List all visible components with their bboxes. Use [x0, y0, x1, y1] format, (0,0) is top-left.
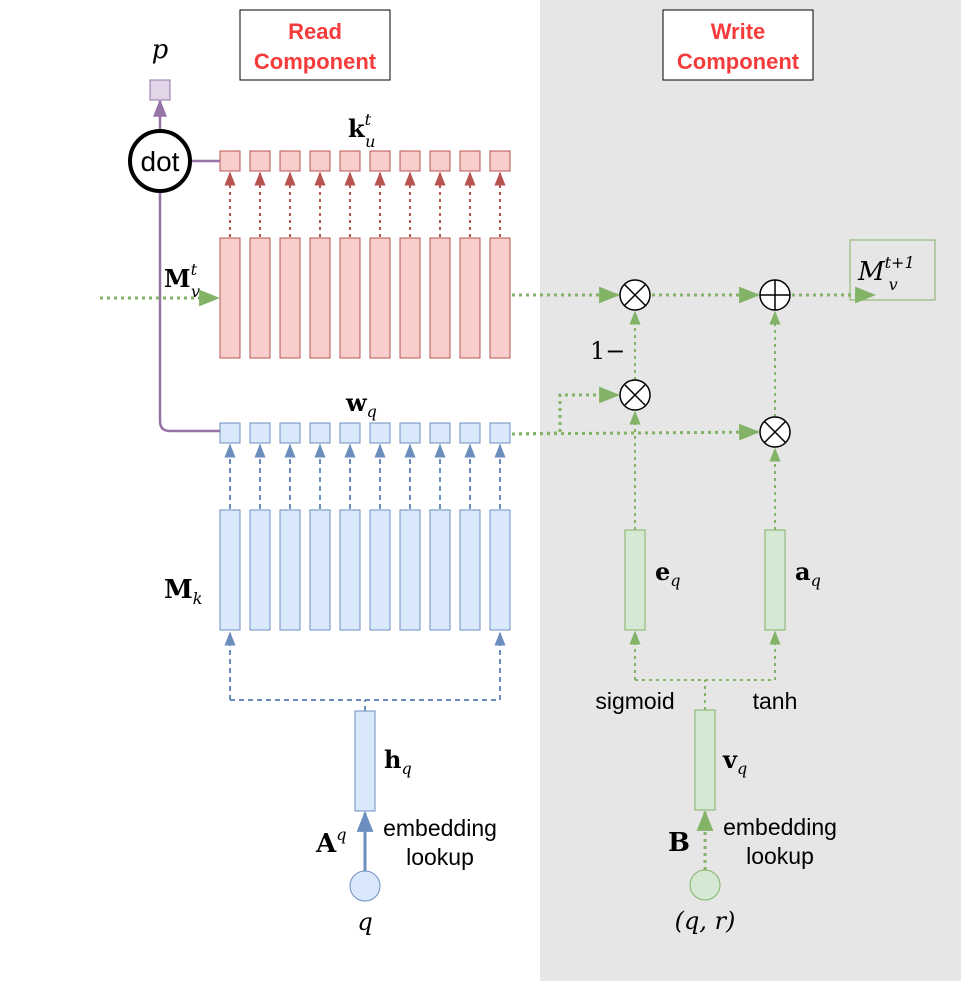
weight-cell: [249, 422, 271, 444]
value-memory-slot: [399, 237, 421, 359]
question-q-node: [349, 870, 381, 902]
read-embedding-label-line1: embedding: [383, 815, 497, 841]
label-tanh: tanh: [753, 688, 798, 714]
add-op: [759, 279, 791, 311]
value-memory-slot: [489, 237, 511, 359]
label-Mk: Mk: [164, 575, 202, 608]
label-one-minus: 1−: [590, 337, 625, 365]
key-memory-slot: [339, 509, 361, 631]
label-sigmoid: sigmoid: [595, 688, 674, 714]
key-memory-slot: [459, 509, 481, 631]
label-qr: (q, r): [675, 907, 736, 935]
value-memory-slot: [369, 237, 391, 359]
attention-arrows: [224, 443, 506, 509]
value-memory-slot: [459, 237, 481, 359]
key-memory-Mk: [219, 509, 511, 631]
label-eq: eq: [655, 557, 681, 590]
write-component-header: Write Component: [662, 9, 814, 81]
value-memory-Mv: [219, 237, 511, 359]
value-memory-slot: [339, 237, 361, 359]
weight-add-multiply-op: [759, 416, 791, 448]
weight-erase-multiply-op: [619, 379, 651, 411]
read-content-cell: [219, 150, 241, 172]
write-embedding-label-line1: embedding: [723, 814, 837, 840]
write-header-line2: Component: [677, 49, 800, 74]
read-content-cell: [429, 150, 451, 172]
weight-cell: [459, 422, 481, 444]
value-memory-slot: [249, 237, 271, 359]
weight-cell: [489, 422, 511, 444]
value-memory-slot: [309, 237, 331, 359]
wq-to-dot-line: [158, 193, 220, 433]
dot-label: dot: [141, 146, 180, 177]
read-content-cell: [249, 150, 271, 172]
interaction-qr-node: [689, 869, 721, 901]
label-wq: wq: [345, 388, 377, 421]
weight-cell: [339, 422, 361, 444]
write-header-line1: Write: [711, 19, 766, 44]
read-content-cell: [279, 150, 301, 172]
key-memory-slot: [219, 509, 241, 631]
read-header-line1: Read: [288, 19, 342, 44]
read-header-line2: Component: [254, 49, 377, 74]
read-content-cell: [489, 150, 511, 172]
Mv-next-box: [849, 239, 936, 301]
read-arrows: [224, 171, 506, 237]
value-memory-slot: [279, 237, 301, 359]
weight-cell: [279, 422, 301, 444]
label-B: B: [668, 828, 690, 858]
weight-cell: [369, 422, 391, 444]
correlation-weights-wq: [219, 422, 511, 444]
read-content-ku: [219, 150, 511, 172]
embedding-hq-box: [354, 710, 376, 812]
erase-vector-eq-box: [624, 529, 646, 631]
label-vq: vq: [722, 745, 747, 778]
read-component-header: Read Component: [239, 9, 391, 81]
read-content-cell: [369, 150, 391, 172]
label-hq: hq: [384, 745, 412, 778]
read-content-cell: [399, 150, 421, 172]
key-memory-slot: [489, 509, 511, 631]
write-component-panel: [540, 0, 961, 981]
embedding-vq-box: [694, 709, 716, 811]
key-memory-slot: [279, 509, 301, 631]
read-content-cell: [309, 150, 331, 172]
vq-split-line: [635, 679, 775, 710]
add-vector-aq-box: [764, 529, 786, 631]
read-content-cell: [339, 150, 361, 172]
weight-cell: [309, 422, 331, 444]
key-memory-slot: [369, 509, 391, 631]
hq-distribution-line: [230, 699, 500, 711]
read-embedding-label-line2: lookup: [406, 844, 474, 870]
label-q: q: [357, 908, 372, 936]
value-memory-slot: [429, 237, 451, 359]
weight-cell: [399, 422, 421, 444]
weight-cell: [219, 422, 241, 444]
value-memory-slot: [219, 237, 241, 359]
key-memory-slot: [249, 509, 271, 631]
label-Aq: Aq: [315, 825, 346, 859]
write-embedding-label-line2: lookup: [746, 843, 814, 869]
prediction-p-box: [149, 79, 171, 101]
dot-node: [128, 129, 192, 193]
label-aq: aq: [795, 557, 821, 590]
erase-multiply-op: [619, 279, 651, 311]
key-memory-slot: [399, 509, 421, 631]
read-content-cell: [459, 150, 481, 172]
weight-cell: [429, 422, 451, 444]
key-memory-slot: [309, 509, 331, 631]
label-p: p: [152, 35, 169, 65]
wq-to-add-mult-arrow: [511, 423, 761, 441]
key-memory-slot: [429, 509, 451, 631]
